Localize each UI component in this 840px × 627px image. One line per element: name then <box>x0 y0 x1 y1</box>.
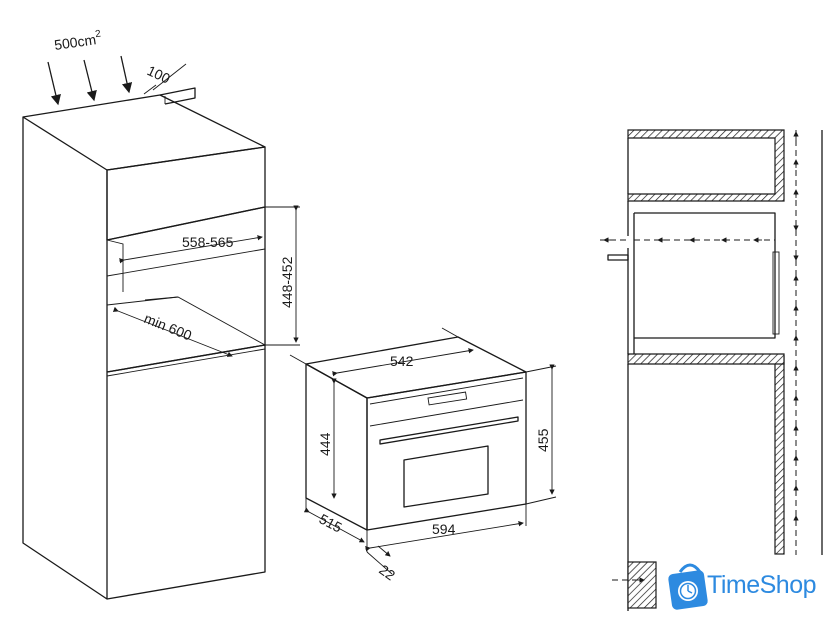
tall-cabinet <box>22 87 266 600</box>
shopping-bag-icon <box>668 563 708 610</box>
oven-height-left-label: 444 <box>317 432 333 456</box>
niche-width-label: 558-565 <box>182 234 234 250</box>
oven-top-width-dimension: 542 <box>289 327 474 377</box>
brand-logo-text: TimeShop <box>707 571 817 599</box>
airflow-area-label: 500cm2 <box>53 28 103 53</box>
oven-height-left-dimension: 444 <box>317 378 337 499</box>
oven-height-right-dimension: 455 <box>525 364 557 505</box>
oven-depth-dimension: 515 <box>303 498 365 543</box>
niche-width-dimension: 558-565 <box>119 234 263 264</box>
oven-depth-label: 515 <box>317 511 345 536</box>
vent-depth-label: 100 <box>145 62 173 86</box>
door-thickness-dimension: 22 <box>366 545 398 584</box>
section-view <box>600 129 823 611</box>
oven <box>305 336 527 531</box>
oven-front-width-dimension: 594 <box>365 504 527 552</box>
oven-front-width-label: 594 <box>432 521 456 537</box>
door-thickness-label: 22 <box>376 561 398 583</box>
niche-height-label: 448-452 <box>279 256 295 308</box>
airflow-arrows <box>47 55 133 106</box>
niche-depth-label: min 600 <box>142 310 194 344</box>
airflow-path-arrows <box>603 131 799 583</box>
oven-height-right-label: 455 <box>535 428 551 452</box>
niche-height-dimension: 448-452 <box>265 205 300 346</box>
oven-top-width-label: 542 <box>390 353 414 369</box>
vent-depth-dimension: 100 <box>143 62 187 95</box>
